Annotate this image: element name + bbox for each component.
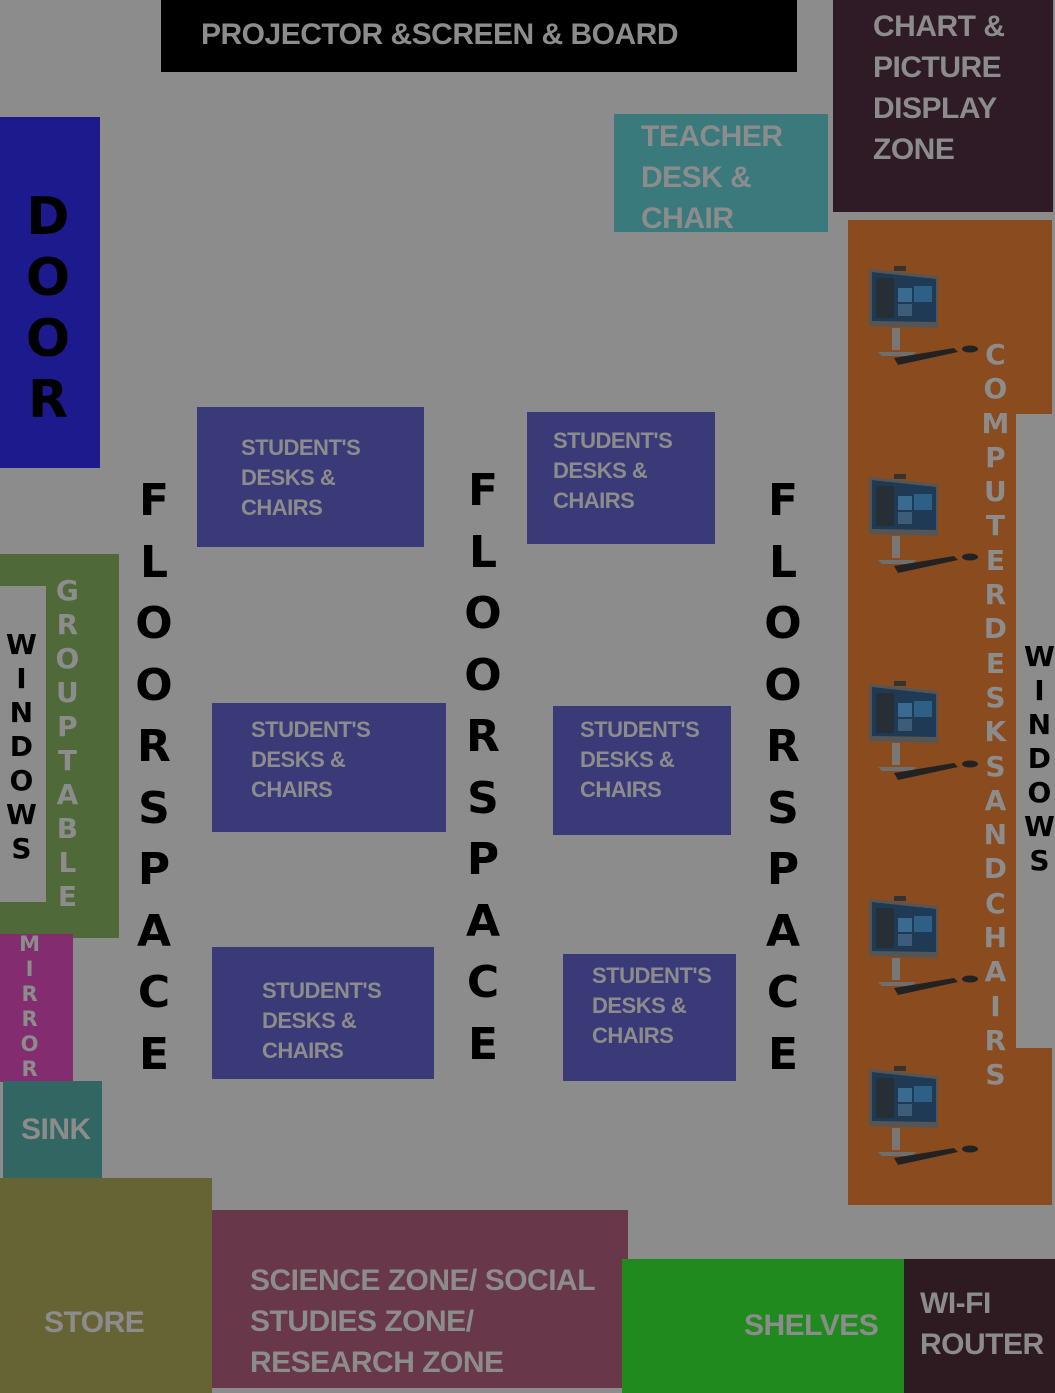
student-desk-label: STUDENT'S DESKS & CHAIRS <box>251 717 371 802</box>
group-table-label: GROUPTABLE <box>55 574 80 913</box>
door-label: DOOR <box>25 187 71 430</box>
student-desk-group-5: STUDENT'S DESKS & CHAIRS <box>212 947 434 1079</box>
science-zone: SCIENCE ZONE/ SOCIAL STUDIES ZONE/ RESEA… <box>212 1210 628 1388</box>
student-desk-group-1: STUDENT'S DESKS & CHAIRS <box>197 407 424 547</box>
student-desk-label: STUDENT'S DESKS & CHAIRS <box>241 435 361 520</box>
chart-display-label: CHART & PICTURE DISPLAY ZONE <box>873 10 1005 166</box>
sink: SINK <box>3 1081 102 1178</box>
student-desk-label: STUDENT'S DESKS & CHAIRS <box>553 428 673 513</box>
shelves-label: SHELVES <box>744 1309 879 1342</box>
computer-icon <box>866 266 986 366</box>
student-desk-group-4: STUDENT'S DESKS & CHAIRS <box>553 706 731 835</box>
sink-label: SINK <box>21 1113 91 1146</box>
computer-icon <box>866 896 986 996</box>
windows-left: WINDOWS <box>0 586 46 902</box>
student-desk-group-3: STUDENT'S DESKS & CHAIRS <box>212 703 446 832</box>
shelves: SHELVES <box>622 1259 904 1393</box>
computer-icon <box>866 1066 986 1166</box>
mirror-label: MIRROR <box>19 932 40 1081</box>
windows-left-label: WINDOWS <box>6 628 37 865</box>
student-desk-label: STUDENT'S DESKS & CHAIRS <box>580 717 700 802</box>
science-label: SCIENCE ZONE/ SOCIAL STUDIES ZONE/ RESEA… <box>250 1264 595 1379</box>
mirror: MIRROR <box>0 932 73 1082</box>
store-label: STORE <box>44 1306 145 1339</box>
student-desk-label: STUDENT'S DESKS & CHAIRS <box>262 978 382 1063</box>
door[interactable]: DOOR <box>0 117 100 468</box>
floor-space-label-middle: FLOORSPACE <box>464 465 502 1070</box>
store: STORE <box>0 1178 212 1393</box>
windows-right-label: WINDOWS <box>1024 640 1055 877</box>
teacher-desk-label: TEACHER DESK & CHAIR <box>641 120 783 235</box>
projector-label: PROJECTOR &SCREEN & BOARD <box>201 18 679 51</box>
computer-icon <box>866 681 986 781</box>
windows-right: WINDOWS <box>1016 414 1055 1048</box>
floor-space-label-left: FLOORSPACE <box>135 475 173 1080</box>
computer-icon <box>866 474 986 574</box>
teacher-desk-zone: TEACHER DESK & CHAIR <box>614 114 828 235</box>
chart-display-zone: CHART & PICTURE DISPLAY ZONE <box>833 0 1053 212</box>
wifi-router-label: WI-FI ROUTER <box>920 1287 1044 1361</box>
projector-zone: PROJECTOR &SCREEN & BOARD <box>161 0 797 72</box>
student-desk-group-2: STUDENT'S DESKS & CHAIRS <box>527 412 715 544</box>
wifi-router: WI-FI ROUTER <box>904 1259 1055 1393</box>
computer-zone-label: COMPUTERDESKSANDCHAIRS <box>981 338 1010 1092</box>
floor-space-label-right: FLOORSPACE <box>764 475 802 1080</box>
student-desk-group-6: STUDENT'S DESKS & CHAIRS <box>563 954 736 1081</box>
student-desk-label: STUDENT'S DESKS & CHAIRS <box>592 963 712 1048</box>
